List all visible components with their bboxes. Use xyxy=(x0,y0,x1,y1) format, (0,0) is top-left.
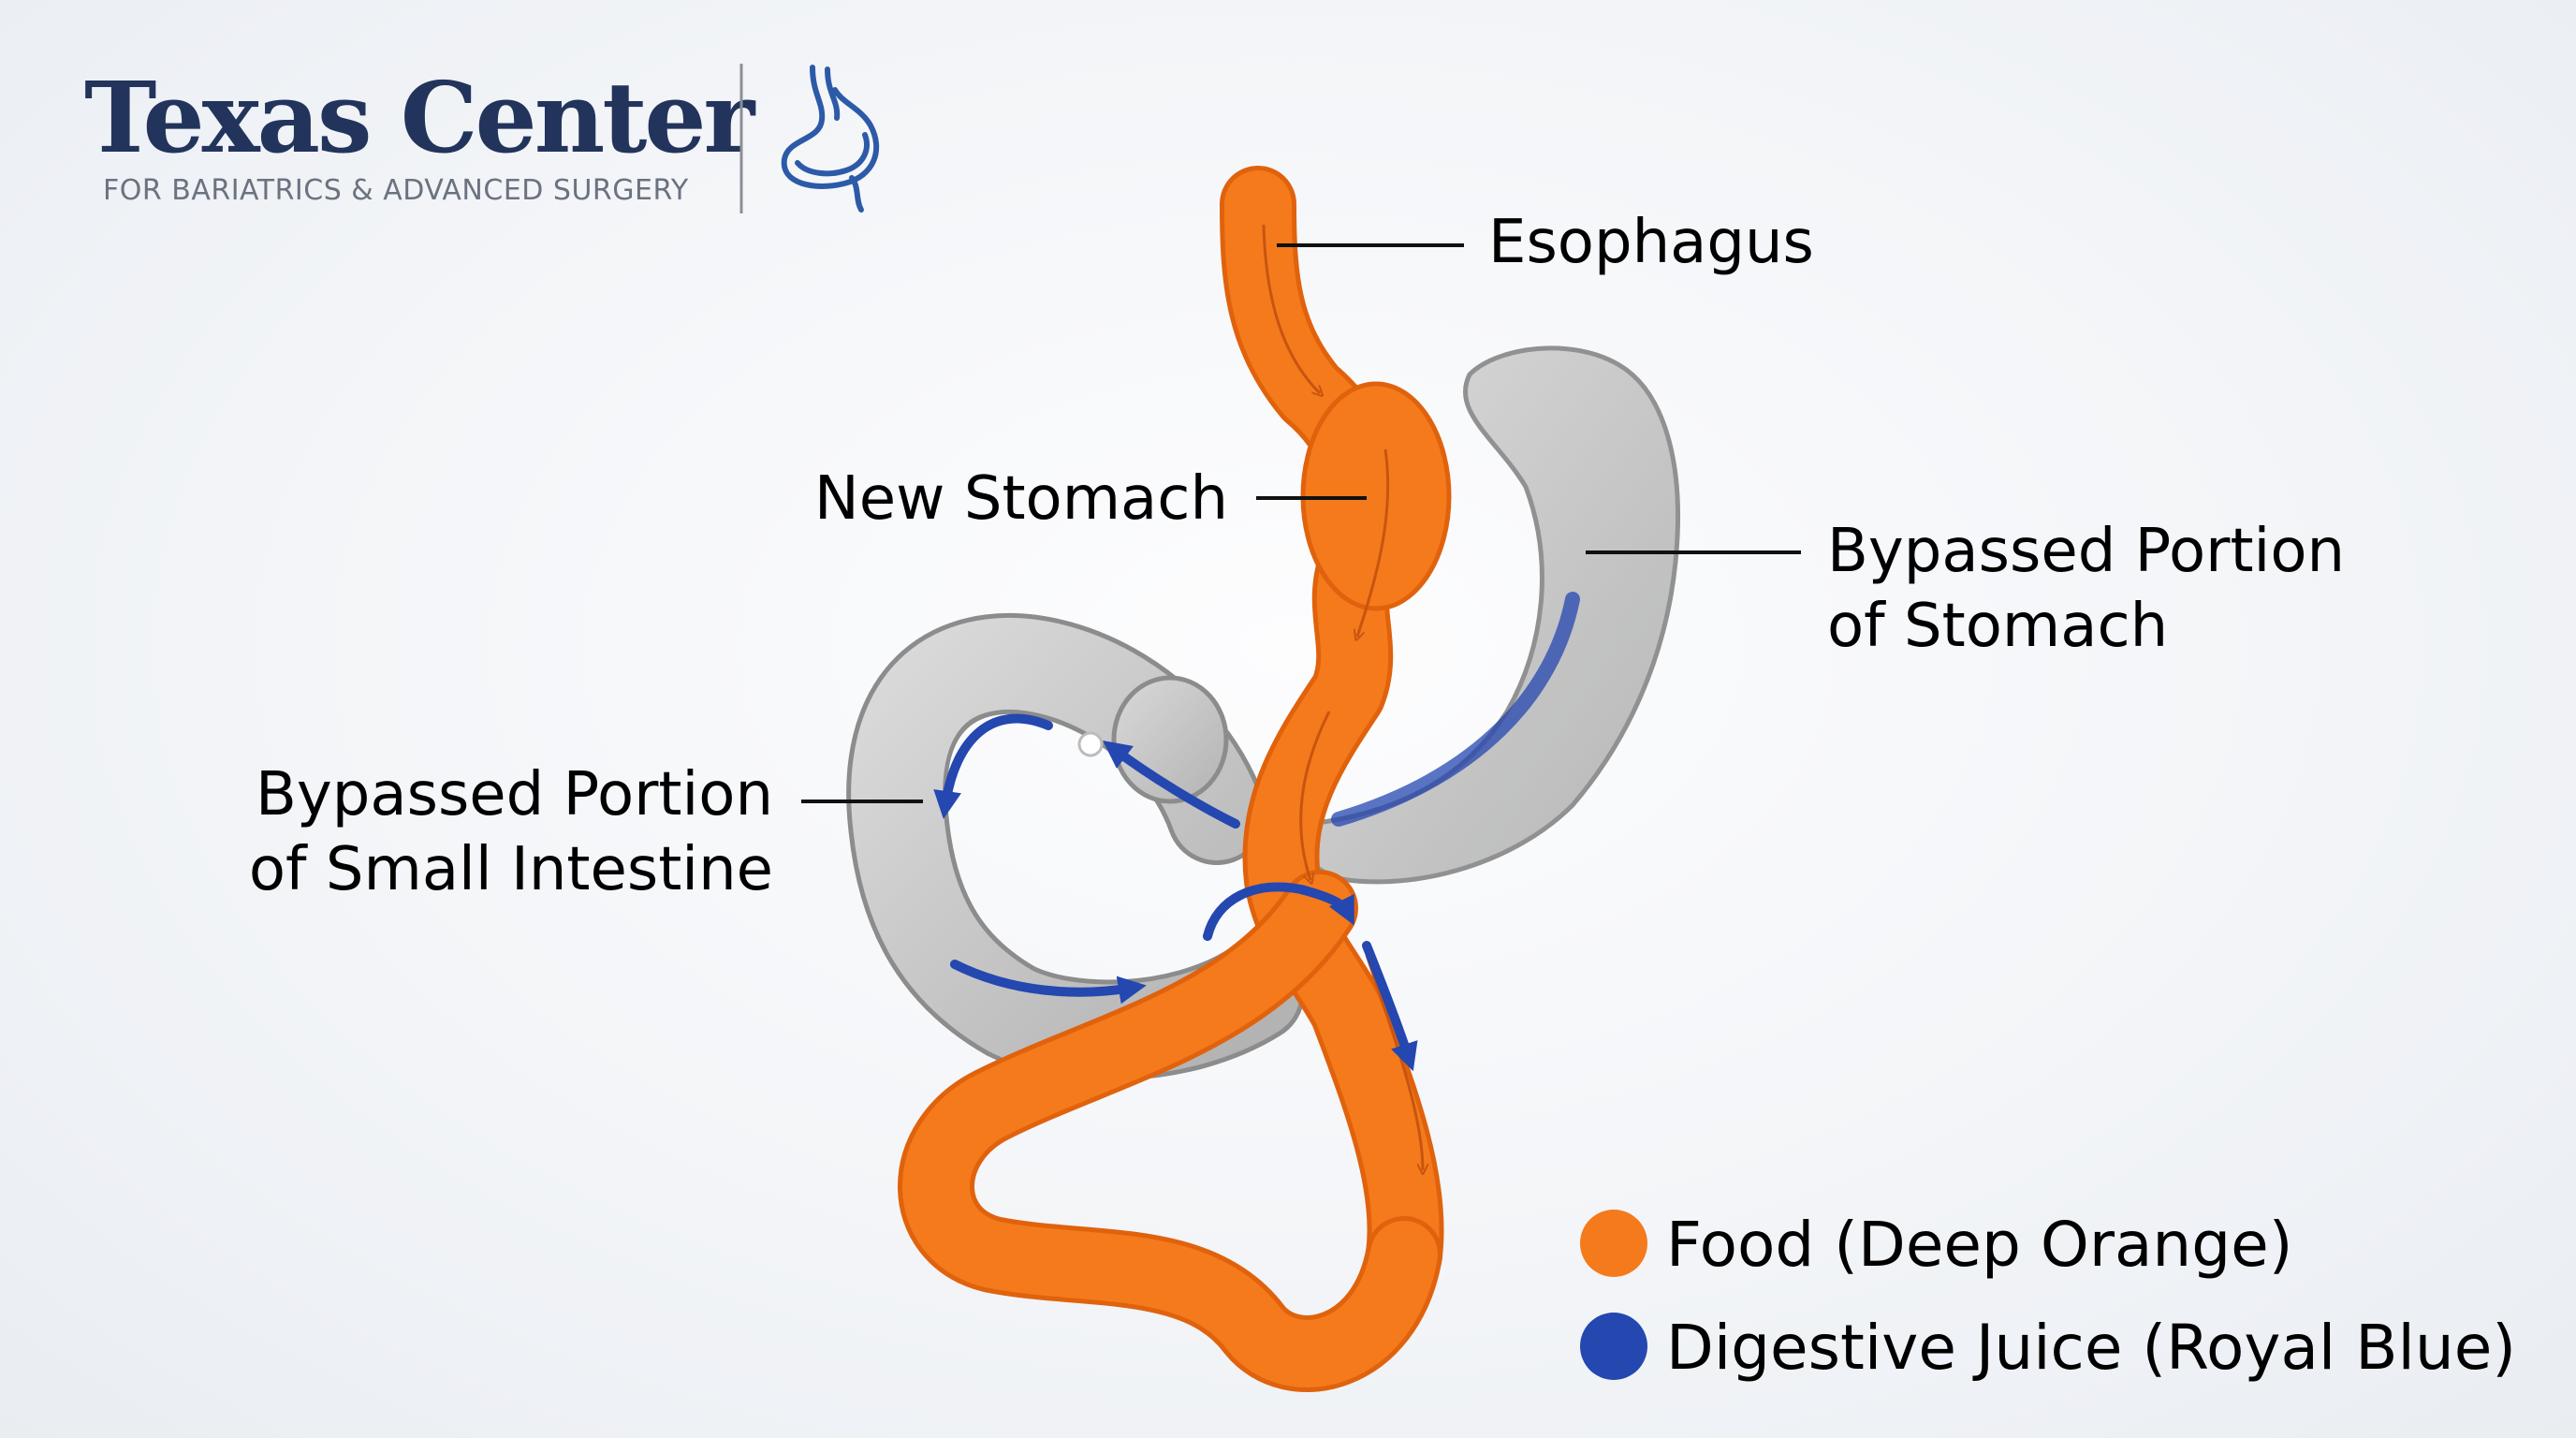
label-bypassed-intestine-line1: Bypassed Portion xyxy=(256,760,773,829)
juice-flow-arrows xyxy=(933,713,1418,1072)
stomach-juice-flow xyxy=(1331,592,1580,827)
anatomy-illustration xyxy=(846,166,1680,1392)
leader-lines xyxy=(801,243,1801,803)
label-bypassed-stomach-line1: Bypassed Portion xyxy=(1827,517,2345,586)
bypassed-stomach xyxy=(1300,345,1680,885)
legend: Food (Deep Orange) Digestive Juice (Roya… xyxy=(1580,1209,2516,1384)
brand-name: Texas Center xyxy=(84,60,756,175)
diagram-labels: Esophagus New Stomach Bypassed Portion o… xyxy=(249,208,2345,904)
label-bypassed-intestine-line2: of Small Intestine xyxy=(249,835,773,904)
staple-line xyxy=(1077,731,1104,757)
label-bypassed-stomach-line2: of Stomach xyxy=(1827,592,2168,661)
label-esophagus: Esophagus xyxy=(1488,208,1814,277)
legend-swatch-juice xyxy=(1580,1313,1647,1380)
food-pathway xyxy=(898,166,1452,1392)
legend-swatch-food xyxy=(1580,1210,1647,1277)
legend-label-juice: Digestive Juice (Royal Blue) xyxy=(1666,1312,2516,1384)
brand-tagline: FOR BARIATRICS & ADVANCED SURGERY xyxy=(103,174,689,207)
brand-header: Texas Center FOR BARIATRICS & ADVANCED S… xyxy=(84,60,880,213)
legend-label-food: Food (Deep Orange) xyxy=(1666,1209,2293,1281)
stomach-icon xyxy=(781,65,880,213)
label-new-stomach: New Stomach xyxy=(814,464,1228,534)
